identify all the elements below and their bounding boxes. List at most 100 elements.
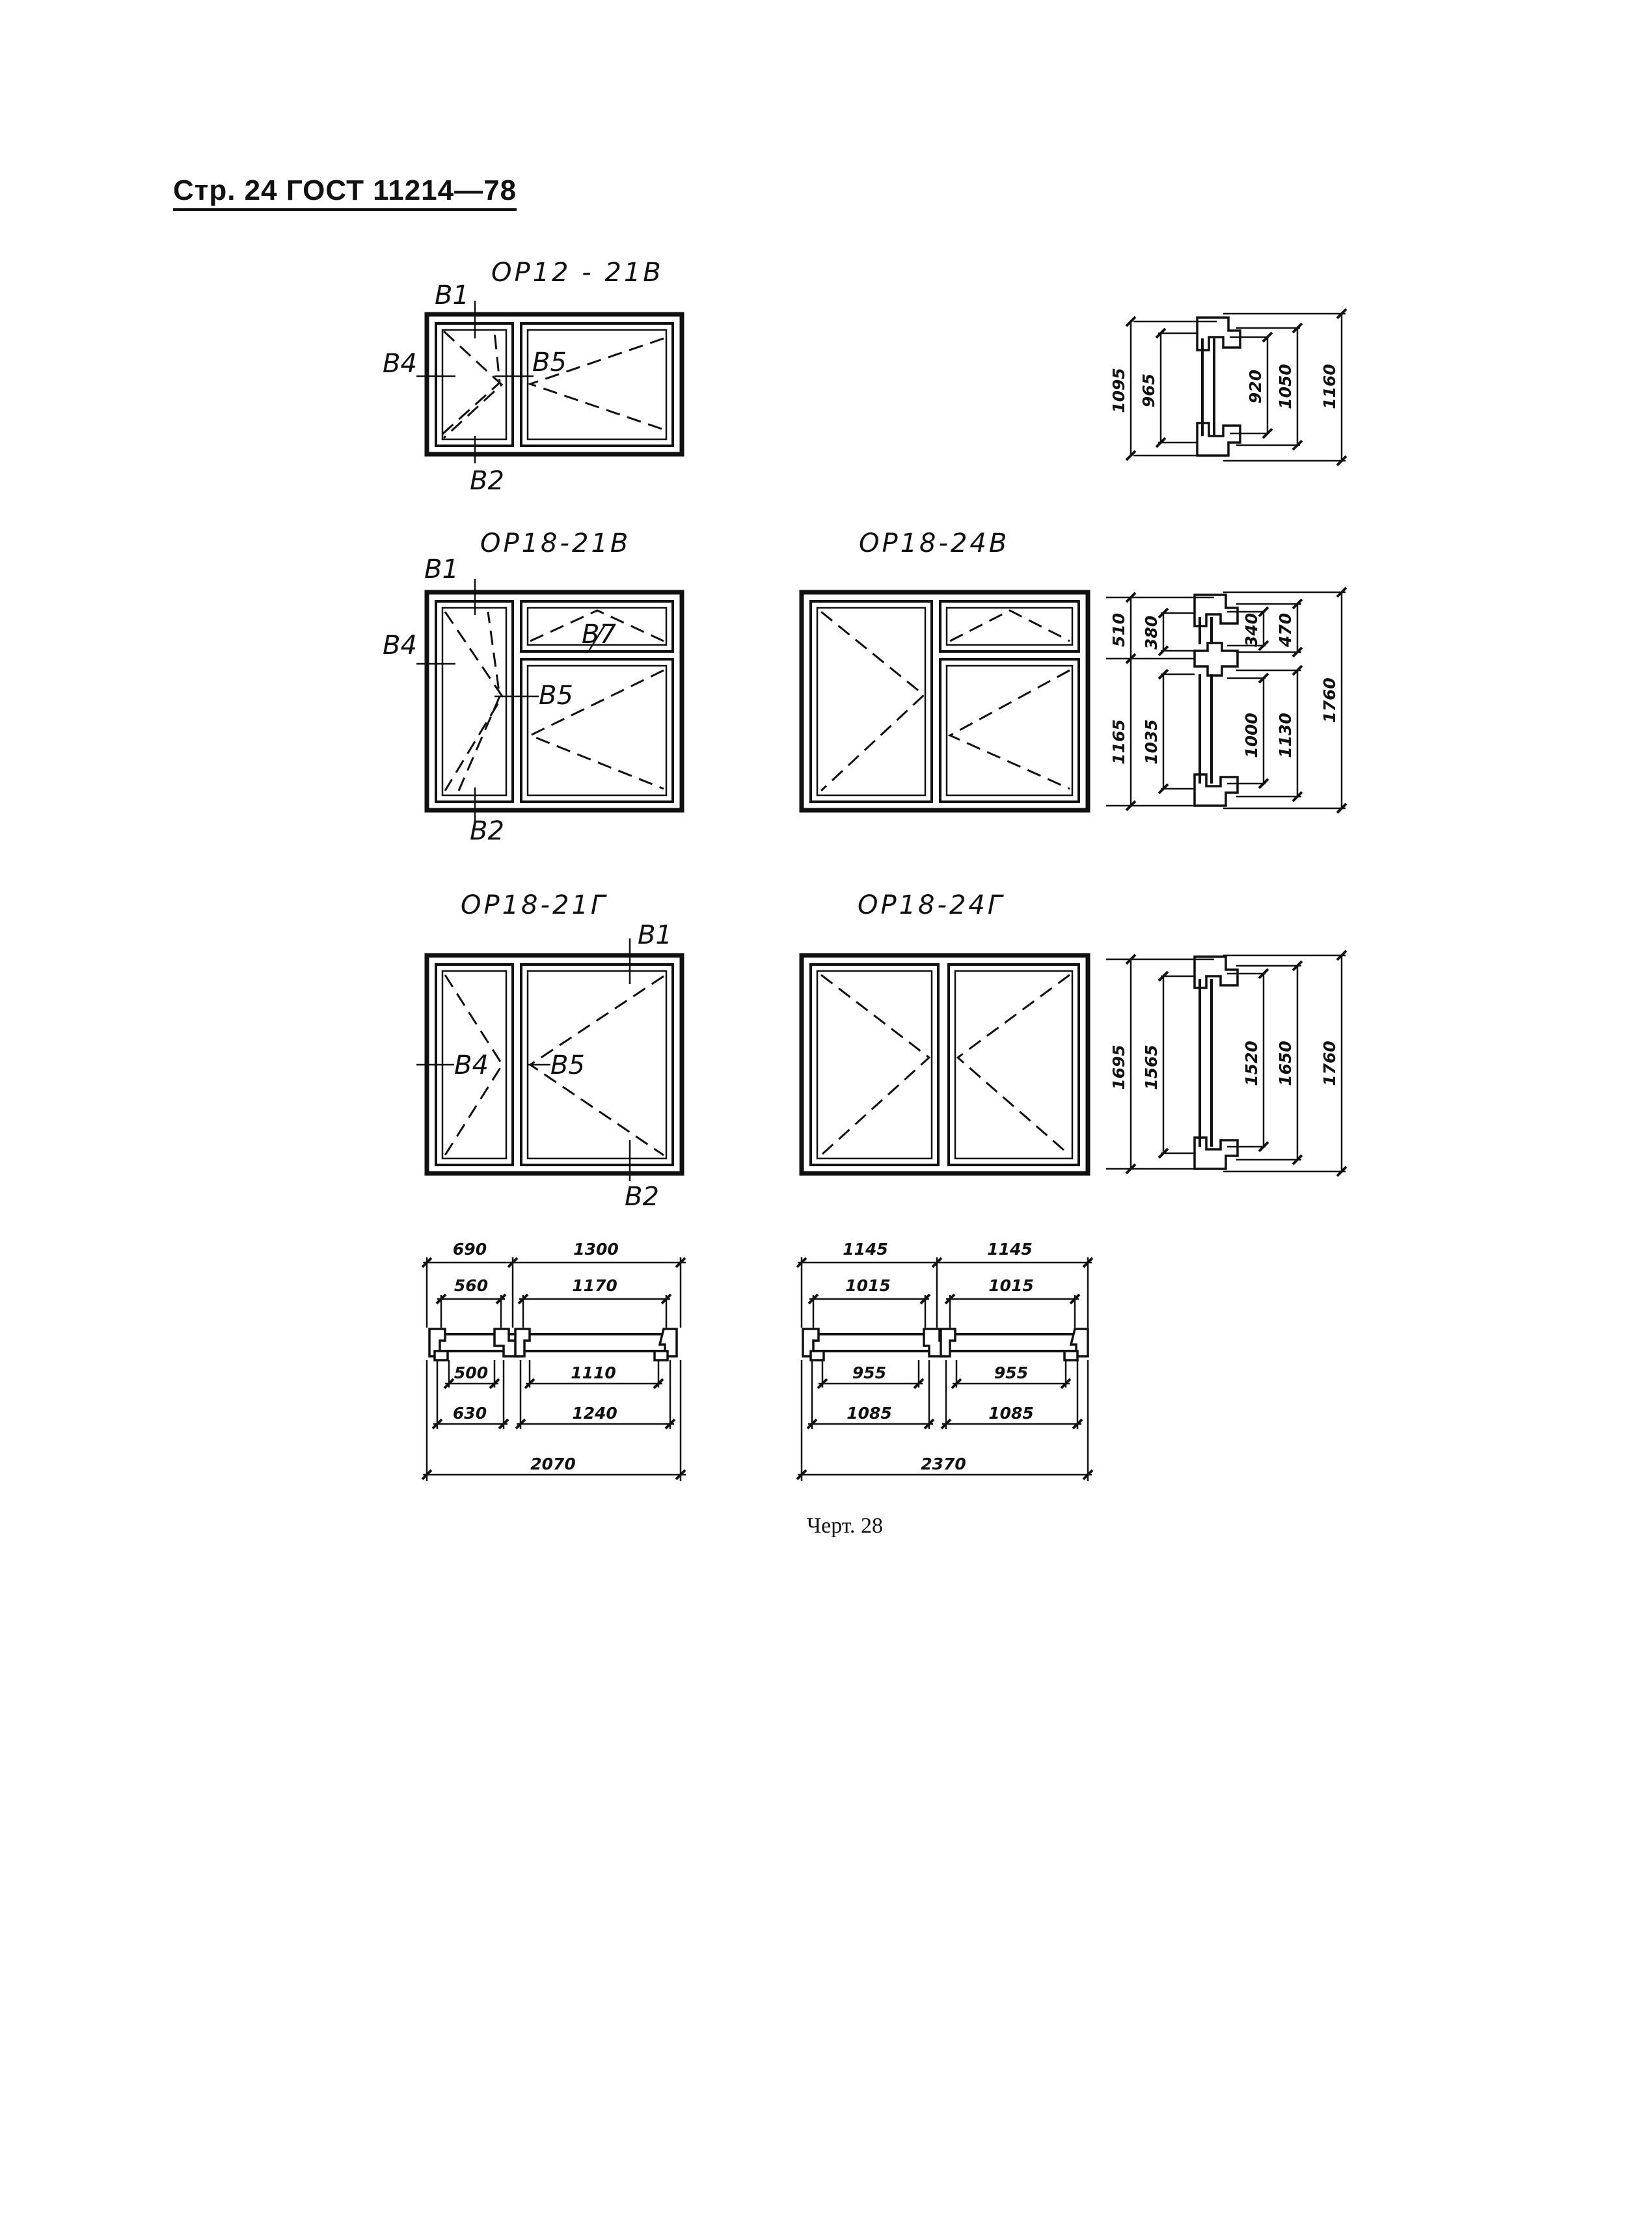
transom-sash <box>520 600 674 653</box>
dimension-tick <box>1336 586 1347 598</box>
dim-1000: 1000 <box>1242 713 1261 758</box>
window-frame <box>424 590 684 813</box>
window-title: ОР12 - 21В <box>491 258 664 288</box>
dimension-tick <box>431 1418 443 1430</box>
dimension-tick <box>675 1257 686 1268</box>
dim-510: 510 <box>1109 613 1128 647</box>
frame-profiles <box>428 1328 678 1361</box>
left-sash <box>809 600 933 803</box>
dimension-tick <box>1158 607 1169 619</box>
dimension-tick <box>940 1418 952 1430</box>
window-frame <box>799 953 1090 1176</box>
dimension-tick <box>1155 437 1167 448</box>
section-3: 1695 1565 1520 1650 1760 <box>1106 954 1346 1173</box>
dimension-tick <box>931 1257 943 1268</box>
dimension-tick <box>1292 322 1303 334</box>
label-b2: В2 <box>625 1182 659 1212</box>
dimension-tick <box>660 1293 672 1305</box>
label-b5: В5 <box>532 348 567 377</box>
dim-340: 340 <box>1242 613 1261 647</box>
dimension-tick <box>435 1293 447 1305</box>
window-title: ОР18-24Г <box>858 890 1005 920</box>
frame-profiles <box>1193 594 1239 807</box>
dimension-tick <box>421 1469 433 1481</box>
dimension-tick <box>1158 1147 1169 1159</box>
dimension-tick <box>796 1469 807 1481</box>
dimension-tick <box>1125 316 1137 327</box>
dimension-tick <box>1336 455 1347 467</box>
dimension-tick <box>421 1257 433 1268</box>
dimension-tick <box>1069 1293 1081 1305</box>
dimension-tick <box>507 1257 519 1268</box>
dimension-tick <box>489 1378 500 1389</box>
right-sash <box>947 963 1080 1166</box>
window-title: ОР18-21В <box>480 528 630 558</box>
dimension-tick <box>1262 428 1273 439</box>
dimension-tick <box>517 1293 529 1305</box>
dimension-tick <box>1082 1469 1094 1481</box>
window-op18-24g: ОР18-24Г <box>799 890 1090 1176</box>
window-frame <box>799 590 1090 813</box>
dim-1050: 1050 <box>1276 364 1295 409</box>
window-op12-21v: ОР12 - 21В В1 В2 В4 В5 <box>383 258 684 496</box>
dimension-tick <box>1292 1154 1303 1166</box>
dimension-tick <box>1125 953 1137 965</box>
dimension-tick <box>1292 646 1303 658</box>
dim-1650: 1650 <box>1276 1041 1295 1086</box>
dim-1015-right: 1015 <box>988 1276 1034 1295</box>
dimension-tick <box>1125 653 1137 664</box>
dimension-tick <box>1292 439 1303 451</box>
transom-sash <box>939 600 1080 653</box>
window-op18-21g: ОР18-21Г В1 В2 В4 В5 <box>416 890 684 1212</box>
dim-1520: 1520 <box>1242 1041 1261 1086</box>
label-b4: В4 <box>383 631 417 661</box>
dim-1145-right: 1145 <box>987 1240 1033 1259</box>
dimension-tick <box>443 1378 455 1389</box>
left-sash <box>435 600 514 803</box>
label-b5: В5 <box>539 681 573 711</box>
dim-955-left: 955 <box>852 1363 886 1382</box>
frame-profiles <box>1193 955 1239 1170</box>
dimension-tick <box>664 1418 676 1430</box>
dim-630: 630 <box>453 1404 487 1423</box>
plan-2: 1145 1145 1015 1015 955 955 1085 1085 23… <box>798 1240 1092 1481</box>
dim-920: 920 <box>1246 370 1265 403</box>
dimension-tick <box>796 1257 807 1268</box>
dim-1015-left: 1015 <box>845 1276 891 1295</box>
window-op18-24v: ОР18-24В <box>799 528 1090 813</box>
dimension-tick <box>1125 1163 1137 1175</box>
dimension-tick <box>498 1418 509 1430</box>
dimension-tick <box>1158 783 1169 795</box>
dimension-tick <box>1158 645 1169 657</box>
dim-1110: 1110 <box>571 1363 616 1382</box>
dimension-tick <box>806 1418 818 1430</box>
dimension-tick <box>951 1378 962 1389</box>
opening-lines <box>442 330 504 439</box>
dimension-tick <box>1292 598 1303 610</box>
label-b2: В2 <box>470 466 504 496</box>
dimension-tick <box>1258 672 1269 684</box>
label-b5: В5 <box>550 1050 585 1080</box>
dim-1565: 1565 <box>1142 1045 1161 1090</box>
dimension-tick <box>653 1378 664 1389</box>
label-b2: В2 <box>470 816 504 846</box>
dim-1085-left: 1085 <box>846 1404 892 1423</box>
dimension-ticks <box>421 308 1347 1481</box>
dim-500: 500 <box>454 1363 488 1382</box>
dimension-tick <box>919 1293 931 1305</box>
dim-1170: 1170 <box>572 1276 617 1295</box>
dimension-tick <box>1082 1257 1094 1268</box>
section-2: 510 380 340 470 1165 1035 1000 1130 1760 <box>1106 591 1346 810</box>
right-sash <box>520 322 674 447</box>
dimension-tick <box>1262 331 1273 343</box>
dim-1035: 1035 <box>1142 719 1161 765</box>
label-b1: В1 <box>435 280 469 310</box>
dim-690: 690 <box>453 1240 487 1259</box>
window-title: ОР18-24В <box>859 528 1009 558</box>
label-b1: В1 <box>638 920 672 950</box>
dimension-tick <box>1336 802 1347 814</box>
dimension-tick <box>1125 592 1137 603</box>
right-sash <box>520 963 674 1166</box>
